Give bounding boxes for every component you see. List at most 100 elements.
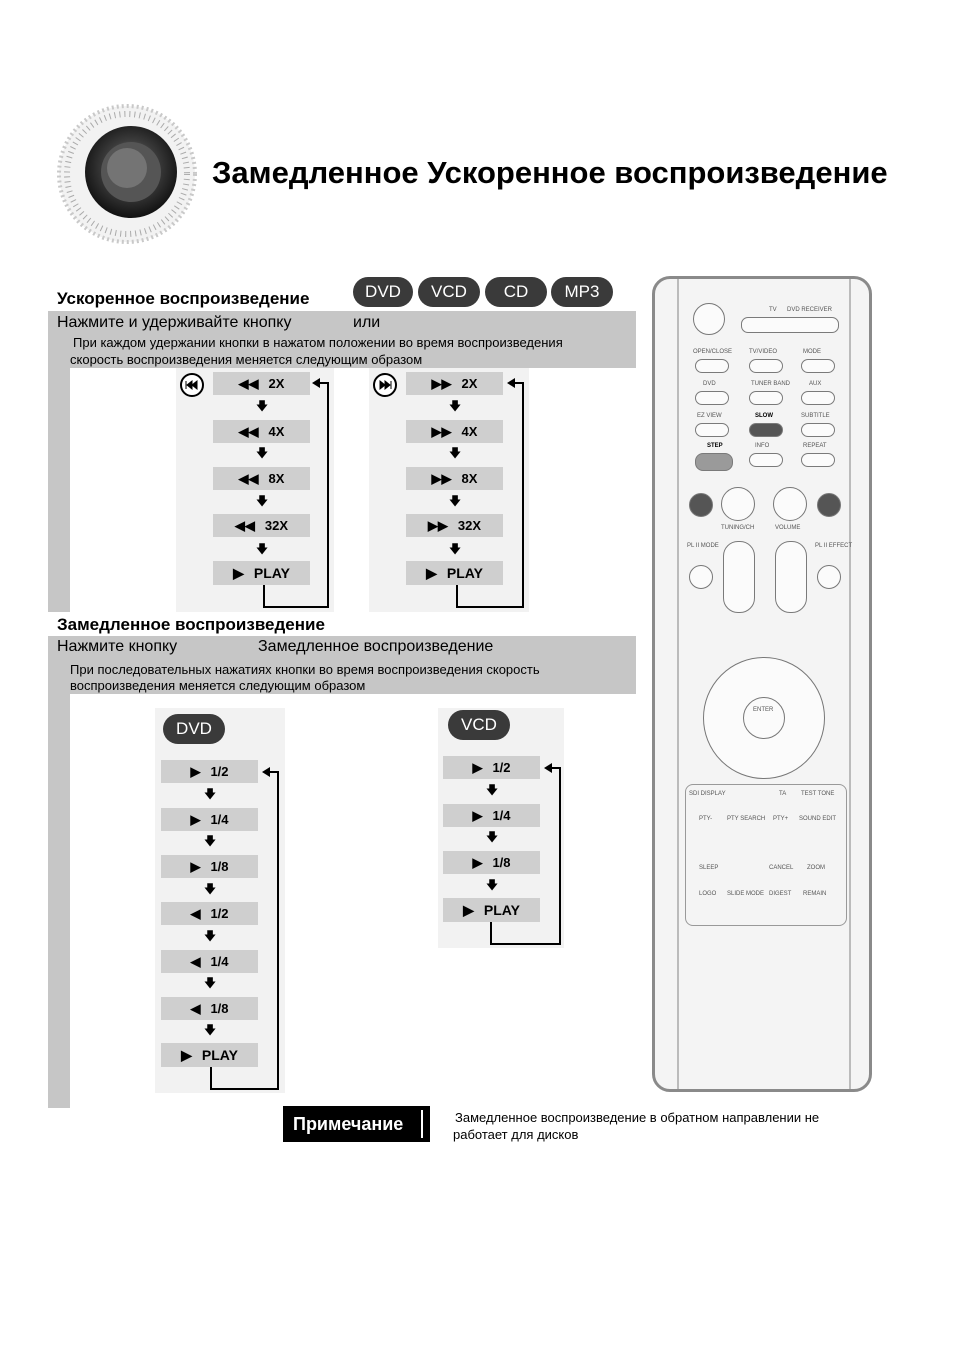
down-arrow-icon: 🡇 [448, 494, 462, 508]
slow-instruction-button: Замедленное воспроизведение [258, 638, 494, 655]
play-pause-button[interactable] [773, 487, 807, 521]
aux-button[interactable] [801, 391, 835, 405]
fast-desc-line1: При каждом удержании кнопки в нажатом по… [73, 335, 563, 350]
power-button[interactable] [693, 303, 725, 335]
rewind-step-2x: ◀◀2X [213, 372, 310, 395]
enter-button[interactable] [743, 697, 785, 739]
open-close-button[interactable] [695, 359, 729, 373]
tuning-ch-label: TUNING/CH [721, 525, 755, 531]
tuner-band-button[interactable] [749, 391, 783, 405]
speaker-logo-icon [55, 92, 200, 257]
sleep-label: SLEEP [699, 865, 719, 871]
skip-back-button[interactable] [689, 493, 713, 517]
skip-forward-button[interactable] [817, 493, 841, 517]
note-divider [421, 1110, 423, 1138]
slow-forward-icon: ▶ [472, 854, 483, 870]
subtitle-button[interactable] [801, 423, 835, 437]
down-arrow-icon: 🡇 [203, 882, 217, 896]
step-button[interactable] [695, 453, 733, 471]
info-button[interactable] [749, 453, 783, 467]
slow-reverse-icon: ◀ [190, 953, 201, 969]
slow-reverse-icon: ◀ [190, 1000, 201, 1016]
down-arrow-icon: 🡇 [485, 783, 499, 797]
remote-inner-edges [677, 279, 851, 1089]
pl-effect-button[interactable] [817, 565, 841, 589]
dvd-slow-step: ▶1/4 [161, 808, 258, 831]
rewind-icon: ◀◀ [234, 517, 255, 533]
channel-rocker[interactable] [723, 541, 755, 613]
keypad-area [685, 784, 847, 926]
page-title: Замедленное Ускоренное воспроизведение [212, 155, 888, 190]
vcd-loop-line [488, 760, 563, 955]
slow-label: SLOW [755, 413, 773, 419]
remote-control: TV DVD RECEIVER OPEN/CLOSE TV/VIDEO MODE… [652, 276, 872, 1092]
slow-forward-icon: ▶ [190, 811, 201, 827]
mode-label: MODE [803, 349, 821, 355]
dvd-loop-line [208, 764, 283, 1099]
down-arrow-icon: 🡇 [203, 976, 217, 990]
down-arrow-icon: 🡇 [203, 929, 217, 943]
dvd-badge: DVD [353, 277, 413, 307]
forward-icon: ▶▶ [431, 375, 452, 391]
fast-sidebar [48, 368, 70, 612]
vcd-slow-badge: VCD [448, 710, 510, 740]
pty-plus-label: PTY+ [773, 816, 789, 822]
dvd-slow-step-play: ▶PLAY [161, 1043, 258, 1067]
down-arrow-icon: 🡇 [485, 830, 499, 844]
vcd-slow-step: ▶1/2 [443, 756, 540, 779]
pl-mode-button[interactable] [689, 565, 713, 589]
down-arrow-icon: 🡇 [203, 834, 217, 848]
play-icon: ▶ [463, 901, 474, 918]
play-icon: ▶ [181, 1046, 192, 1063]
vcd-slow-step: ▶1/8 [443, 851, 540, 874]
stop-button[interactable] [721, 487, 755, 521]
note-text-line2: работает для дисков [453, 1127, 579, 1142]
rewind-icon: ◀◀ [238, 423, 259, 439]
enter-label: ENTER [753, 707, 774, 713]
slide-mode-label: SLIDE MODE [727, 891, 765, 897]
volume-rocker[interactable] [775, 541, 807, 613]
dvd-slow-step: ◀1/2 [161, 902, 258, 925]
cancel-label: CANCEL [769, 865, 794, 871]
slow-reverse-icon: ◀ [190, 905, 201, 921]
forward-icon: ▶▶ [427, 517, 448, 533]
skip-forward-icon [372, 372, 398, 403]
slow-desc-line1: При последовательных нажатиях кнопки во … [70, 662, 540, 677]
mode-button[interactable] [801, 359, 835, 373]
vcd-slow-step-play: ▶PLAY [443, 898, 540, 922]
note-label: Примечание [283, 1106, 430, 1142]
slow-heading: Замедленное воспроизведение [57, 615, 325, 634]
step-label: STEP [707, 443, 723, 449]
down-arrow-icon: 🡇 [203, 1023, 217, 1037]
dvd-slow-badge: DVD [163, 714, 225, 744]
play-icon: ▶ [426, 564, 437, 581]
pl-mode-label: PL II MODE [687, 543, 719, 549]
navigation-ring[interactable] [703, 657, 825, 779]
forward-icon: ▶▶ [431, 423, 452, 439]
pty-minus-label: PTY- [699, 816, 713, 822]
slow-instruction-prefix: Нажмите кнопку [57, 638, 178, 655]
info-label: INFO [755, 443, 770, 449]
rewind-step-8x: ◀◀8X [213, 467, 310, 490]
repeat-button[interactable] [801, 453, 835, 467]
tv-receiver-switch[interactable] [741, 317, 839, 333]
dvd-label: DVD [703, 381, 716, 387]
rewind-icon: ◀◀ [238, 375, 259, 391]
remain-label: REMAIN [803, 891, 827, 897]
slow-button[interactable] [749, 423, 783, 437]
forward-step-play: ▶PLAY [406, 561, 503, 585]
slow-forward-icon: ▶ [472, 807, 483, 823]
dvd-receiver-label: DVD RECEIVER [787, 307, 833, 313]
fast-instruction-or: или [353, 314, 381, 331]
slow-desc-line2: воспроизведения меняется следующим образ… [70, 678, 366, 693]
sound-edit-label: SOUND EDIT [799, 816, 837, 822]
rewind-step-play: ▶PLAY [213, 561, 310, 585]
fast-heading: Ускоренное воспроизведение [57, 289, 310, 308]
play-icon: ▶ [233, 564, 244, 581]
dvd-button[interactable] [695, 391, 729, 405]
forward-icon: ▶▶ [431, 470, 452, 486]
ta-label: TA [779, 791, 787, 797]
tv-video-button[interactable] [749, 359, 783, 373]
ez-view-button[interactable] [695, 423, 729, 437]
pl-effect-label: PL II EFFECT [815, 543, 853, 549]
